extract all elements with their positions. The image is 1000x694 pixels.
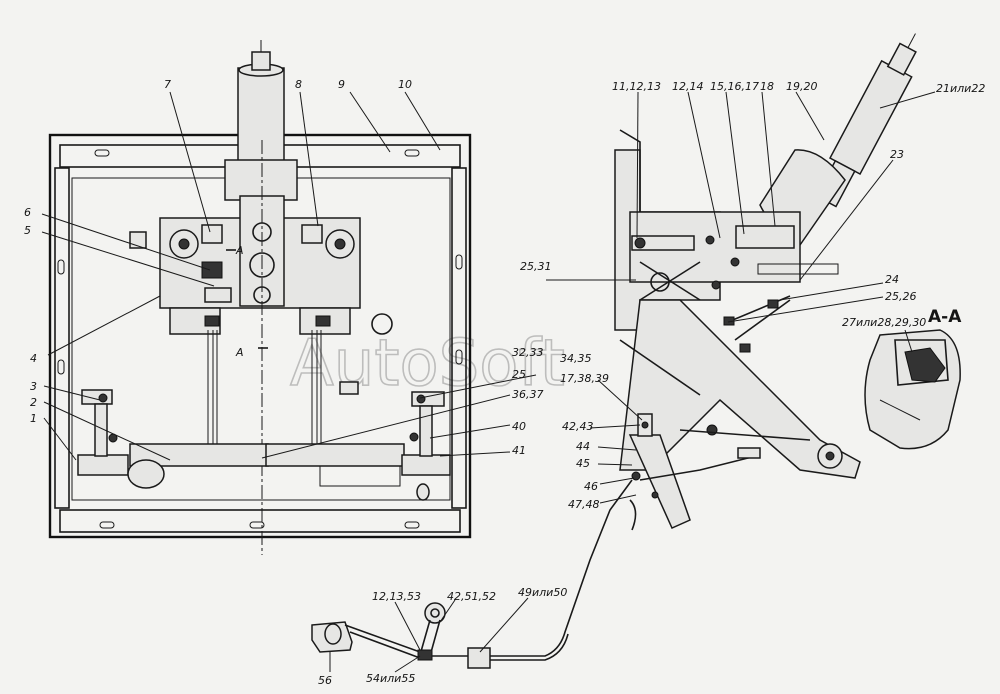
cable-clamp (467, 647, 491, 669)
front-view-assembly (48, 40, 472, 555)
vertical-rods (207, 330, 322, 448)
callout-4: 4 (30, 352, 37, 365)
callout-32-33: 32,33 (512, 346, 544, 359)
callout-42-51-52: 42,51,52 (447, 590, 496, 603)
pedal-arm (619, 299, 861, 479)
frame-left-rail (54, 167, 70, 509)
callout-49-50: 49или50 (518, 586, 567, 599)
callout-2: 2 (30, 396, 37, 409)
callout-25: 25 (512, 368, 526, 381)
callout-21-22: 21или22 (936, 82, 985, 95)
callout-54-55: 54или55 (366, 672, 415, 685)
callout-8: 8 (295, 78, 302, 91)
callout-23: 23 (890, 148, 904, 161)
callout-45: 45 (576, 457, 590, 470)
callout-25-26: 25,26 (885, 290, 917, 303)
callout-10: 10 (398, 78, 412, 91)
section-a-a-view (864, 329, 961, 450)
callout-56: 56 (318, 674, 332, 687)
callout-47-48: 47,48 (568, 498, 600, 511)
callout-6: 6 (24, 206, 31, 219)
cylinder-mount (224, 159, 298, 201)
frame-right-rail (451, 167, 467, 509)
adjusting-nut (201, 261, 223, 279)
callout-7: 7 (164, 78, 171, 91)
callout-5: 5 (24, 224, 31, 237)
callout-labels: 7 8 9 10 6 5 4 3 2 1 A A 32,33 34,35 25 … (24, 78, 985, 687)
callout-34-35: 34,35 (560, 352, 592, 365)
callout-17-38-39: 17,38,39 (560, 372, 609, 385)
callout-42-43: 42,43 (562, 420, 594, 433)
callout-3: 3 (30, 380, 37, 393)
side-view-assembly (614, 33, 917, 531)
callout-18: 18 (760, 80, 774, 93)
callout-12-14: 12,14 (672, 80, 704, 93)
callout-15-16-17: 15,16,17 (710, 80, 759, 93)
callout-25-31: 25,31 (520, 260, 552, 273)
callout-19-20: 19,20 (786, 80, 818, 93)
section-a-a-title: A-A (928, 307, 962, 327)
control-cable (490, 479, 633, 657)
callout-44: 44 (576, 440, 590, 453)
callout-36-37: 36,37 (512, 388, 544, 401)
callout-46: 46 (584, 480, 598, 493)
pedal-detail-assembly (311, 479, 633, 669)
callout-24: 24 (885, 273, 899, 286)
section-mark-lower: A (235, 346, 244, 359)
leader-lines (41, 91, 936, 673)
watermark-text: AutoSoft (290, 327, 565, 401)
callout-1: 1 (30, 412, 37, 425)
lower-lever (628, 434, 691, 529)
callout-40: 40 (512, 420, 526, 433)
section-mark-upper: A (235, 244, 244, 257)
callout-11-12-13: 11,12,13 (612, 80, 661, 93)
callout-41: 41 (512, 444, 526, 457)
frame-bottom-rail (59, 509, 461, 533)
callout-9: 9 (338, 78, 345, 91)
callout-12-13-53: 12,13,53 (372, 590, 421, 603)
callout-27-30: 27или28,29,30 (842, 316, 926, 329)
pivot-eye (424, 602, 446, 624)
bottom-bar-right (265, 443, 405, 467)
